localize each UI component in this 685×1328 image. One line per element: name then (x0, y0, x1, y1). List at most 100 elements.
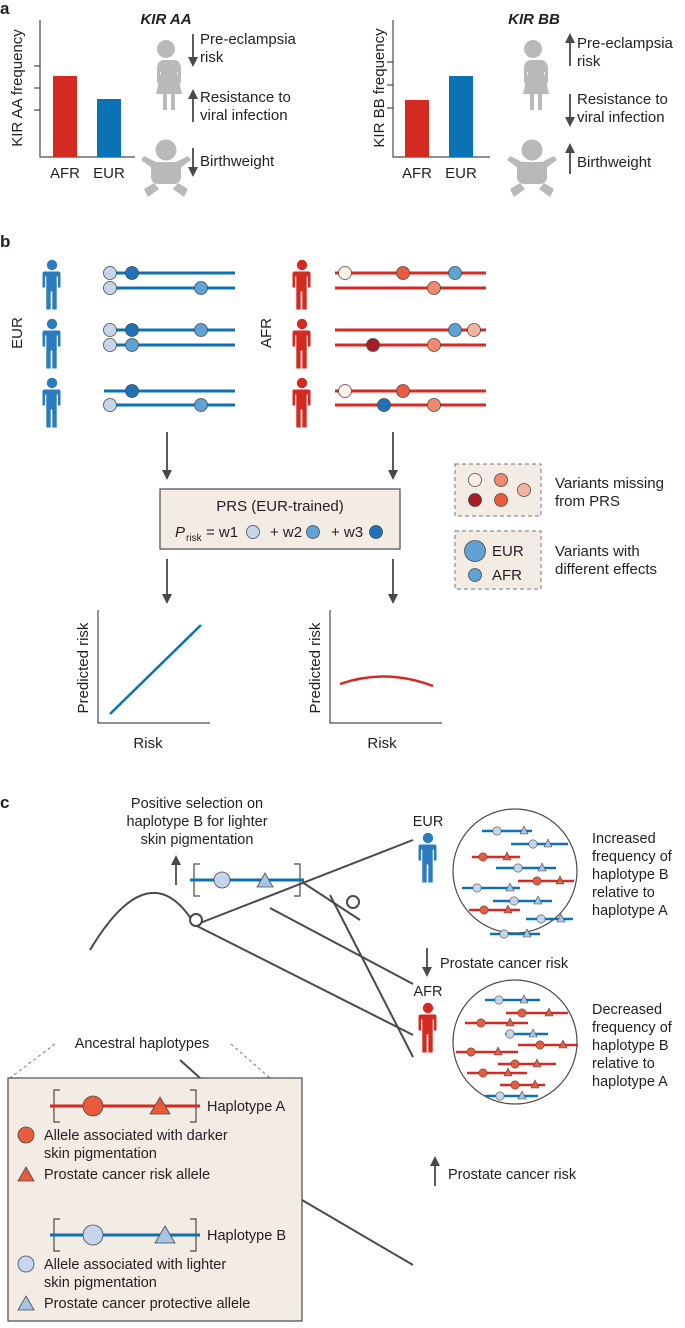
panel-a-label: a (0, 0, 10, 18)
svg-text:AFR: AFR (492, 567, 522, 584)
svg-text:Variants with: Variants with (555, 543, 640, 560)
svg-text:risk: risk (200, 49, 224, 66)
x-tick-eur: EUR (93, 165, 125, 182)
selection-text: haplotype B for lighter (126, 814, 267, 830)
baby-icon (507, 139, 557, 197)
afr-person-icon (292, 318, 311, 369)
y-axis-label: Predicted risk (307, 622, 324, 713)
prs-title: PRS (EUR-trained) (216, 498, 344, 515)
panel-c-label: c (0, 793, 9, 812)
kir-bb-chart: KIR BB frequency AFR EUR (371, 20, 490, 182)
prediction-line (339, 675, 434, 688)
eur-person-icon (418, 832, 437, 883)
x-axis-label: Risk (367, 735, 397, 752)
selection-text: skin pigmentation (141, 832, 254, 848)
svg-text:haplotype B: haplotype B (592, 867, 669, 883)
tree-branch (179, 1059, 201, 1079)
bar-eur (97, 99, 121, 157)
eur-person-icon (42, 318, 61, 369)
eur-population-circle (452, 808, 578, 939)
svg-text:Resistance to: Resistance to (200, 89, 291, 106)
ancestral-label: Ancestral haplotypes (75, 1036, 210, 1052)
haplotype-legend: Haplotype A Allele associated with darke… (7, 1077, 303, 1322)
svg-text:Prostate cancer protective all: Prostate cancer protective allele (44, 1296, 250, 1312)
different-effects-legend: EUR AFR Variants with different effects (454, 530, 657, 590)
svg-text:Allele associated with darker: Allele associated with darker (44, 1128, 228, 1144)
bar-eur (449, 76, 473, 157)
afr-person-icon (292, 259, 311, 310)
afr-risk-text: Prostate cancer risk (448, 1167, 577, 1183)
svg-text:Pre-eclampsia: Pre-eclampsia (200, 31, 297, 48)
afr-person-icon (292, 377, 311, 428)
panel-b-label: b (0, 232, 10, 251)
bar-afr (53, 76, 77, 157)
eur-population-label: EUR (9, 317, 26, 349)
bar-afr (405, 100, 429, 157)
baby-icon (141, 139, 191, 197)
svg-text:Pre-eclampsia: Pre-eclampsia (577, 35, 674, 52)
eur-haplotypes (103, 266, 235, 412)
svg-text:skin pigmentation: skin pigmentation (44, 1146, 157, 1162)
svg-text:Prostate cancer risk allele: Prostate cancer risk allele (44, 1167, 210, 1183)
svg-text:skin pigmentation: skin pigmentation (44, 1275, 157, 1291)
phylogenetic-tree (89, 839, 414, 1058)
svg-text:haplotype B: haplotype B (592, 1038, 669, 1054)
svg-text:Decreased: Decreased (592, 1002, 662, 1018)
y-axis-label: KIR BB frequency (371, 28, 388, 148)
eur-person-icon (42, 259, 61, 310)
afr-label: AFR (414, 984, 443, 1000)
svg-text:viral infection: viral infection (200, 107, 288, 124)
prediction-line (109, 624, 202, 715)
woman-icon (156, 40, 182, 110)
afr-risk-plot: Predicted risk Risk (307, 610, 442, 752)
svg-text:Haplotype A: Haplotype A (207, 1099, 286, 1115)
kir-bb-title: KIR BB (508, 11, 560, 28)
svg-text:haplotype A: haplotype A (592, 903, 668, 919)
x-tick-eur: EUR (445, 165, 477, 182)
svg-text:Prisk: Prisk (175, 524, 203, 544)
svg-text:Haplotype B: Haplotype B (207, 1228, 286, 1244)
tree-branch (301, 1199, 414, 1266)
svg-text:EUR: EUR (492, 543, 524, 560)
y-axis-label: Predicted risk (75, 622, 92, 713)
prs-box: PRS (EUR-trained) Prisk = w1 + w2 + w3 (159, 488, 401, 550)
eur-person-icon (42, 377, 61, 428)
eur-risk-plot: Predicted risk Risk (75, 610, 210, 752)
svg-text:Resistance to: Resistance to (577, 91, 668, 108)
svg-text:relative to: relative to (592, 885, 655, 901)
svg-text:Variants missing: Variants missing (555, 475, 664, 492)
selected-haplotype-b (190, 863, 304, 897)
eur-description: Increased frequency of haplotype B relat… (592, 831, 673, 919)
svg-text:Birthweight: Birthweight (200, 153, 275, 170)
svg-text:different effects: different effects (555, 561, 657, 578)
svg-text:Birthweight: Birthweight (577, 154, 652, 171)
x-tick-afr: AFR (50, 165, 80, 182)
svg-text:frequency of: frequency of (592, 849, 673, 865)
missing-variants-legend: Variants missing from PRS (454, 463, 664, 517)
eur-risk-text: Prostate cancer risk (440, 956, 569, 972)
x-tick-afr: AFR (402, 165, 432, 182)
kir-bb-effects: Pre-eclampsia risk Resistance to viral i… (565, 33, 674, 174)
svg-text:Allele associated with lighter: Allele associated with lighter (44, 1257, 226, 1273)
x-axis-label: Risk (133, 735, 163, 752)
eur-label: EUR (413, 814, 444, 830)
afr-population-label: AFR (258, 318, 275, 348)
svg-text:risk: risk (577, 53, 601, 70)
svg-text:haplotype A: haplotype A (592, 1074, 668, 1090)
svg-text:relative to: relative to (592, 1056, 655, 1072)
svg-text:frequency of: frequency of (592, 1020, 673, 1036)
prs-term-3: + w3 (331, 524, 363, 541)
prs-term-1: = w1 (206, 524, 238, 541)
kir-aa-chart: KIR AA frequency AFR EUR (9, 20, 135, 182)
afr-description: Decreased frequency of haplotype B relat… (592, 1002, 673, 1090)
svg-text:Increased: Increased (592, 831, 656, 847)
kir-aa-effects: Pre-eclampsia risk Resistance to viral i… (188, 31, 297, 177)
selection-text: Positive selection on (131, 796, 263, 812)
woman-icon (523, 40, 549, 110)
prs-p: P (175, 524, 185, 541)
kir-aa-title: KIR AA (140, 11, 191, 28)
afr-person-icon (418, 1002, 437, 1053)
prs-term-2: + w2 (270, 524, 302, 541)
prs-subscript: risk (186, 533, 203, 544)
